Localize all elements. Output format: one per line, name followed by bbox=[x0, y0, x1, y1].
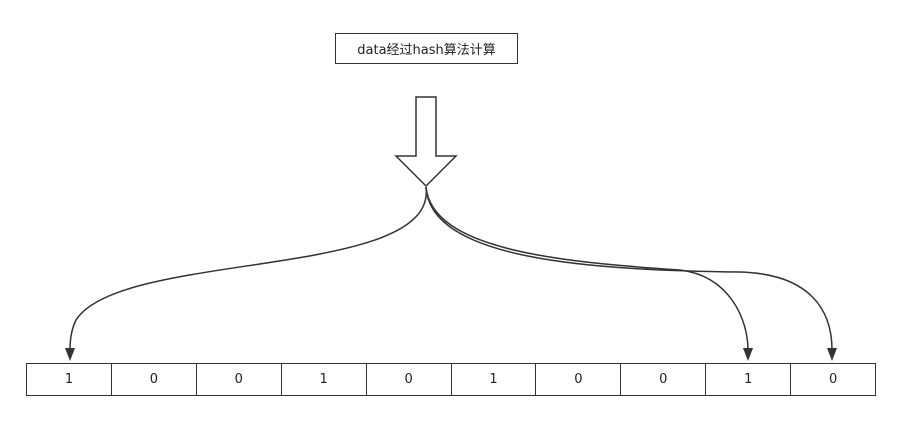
connector-to-bit-10 bbox=[425, 186, 833, 351]
bit-cell: 1 bbox=[282, 364, 367, 395]
bit-array: 1 0 0 1 0 1 0 0 1 0 bbox=[26, 363, 876, 396]
bit-cell: 1 bbox=[706, 364, 792, 395]
bit-cell: 0 bbox=[197, 364, 282, 395]
bit-cell: 0 bbox=[828, 372, 838, 387]
bit-cell: 0 bbox=[536, 364, 622, 395]
hash-process-box: data经过hash算法计算 bbox=[335, 33, 518, 64]
connector-arrowhead-bit-9 bbox=[743, 348, 753, 361]
connector-to-bit-9 bbox=[425, 186, 749, 351]
connector-arrowhead-bit-1 bbox=[65, 348, 75, 361]
hash-down-arrow bbox=[394, 96, 458, 188]
connector-arrowhead-bit-10 bbox=[827, 348, 837, 361]
hash-process-label: data经过hash算法计算 bbox=[357, 43, 496, 58]
bit-cell: 0 bbox=[112, 364, 197, 395]
connector-to-bit-1 bbox=[69, 186, 427, 351]
bit-cell: 1 bbox=[27, 364, 112, 395]
bit-cell: 1 bbox=[452, 364, 537, 395]
bit-cell: 0 bbox=[367, 364, 452, 395]
bit-cell: 0 bbox=[621, 364, 707, 395]
